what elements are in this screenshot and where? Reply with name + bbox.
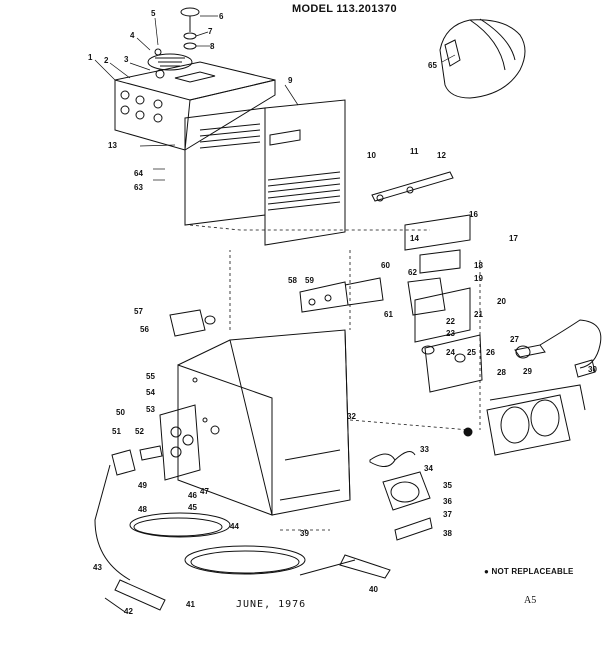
diagram-date: JUNE, 1976 — [236, 599, 307, 610]
part-callout-21: 21 — [474, 310, 483, 319]
legend-marker: ● — [484, 567, 490, 576]
part-callout-55: 55 — [146, 372, 155, 381]
part-callout-45: 45 — [188, 503, 197, 512]
part-callout-56: 56 — [140, 325, 149, 334]
part-callout-44: 44 — [230, 522, 239, 531]
callout-lines — [94, 15, 456, 181]
part-callout-28: 28 — [497, 368, 506, 377]
dial-assembly-drawing — [147, 7, 200, 79]
part-callout-13: 13 — [108, 141, 117, 150]
part-callout-2: 2 — [104, 56, 109, 65]
part-callout-9: 9 — [288, 76, 293, 85]
part-callout-36: 36 — [443, 497, 452, 506]
part-callout-8: 8 — [210, 42, 215, 51]
chassis-drawing — [177, 329, 351, 516]
part-callout-49: 49 — [138, 481, 147, 490]
part-callout-39: 39 — [300, 529, 309, 538]
part-callout-57: 57 — [134, 307, 143, 316]
part-callout-35: 35 — [443, 481, 452, 490]
top-cover-drawing — [114, 61, 276, 151]
part-callout-24: 24 — [446, 348, 455, 357]
page-number: A5 — [524, 595, 537, 606]
part-callout-29: 29 — [523, 367, 532, 376]
part-callout-53: 53 — [146, 405, 155, 414]
part-callout-19: 19 — [474, 274, 483, 283]
part-callout-14: 14 — [410, 234, 419, 243]
part-callout-54: 54 — [146, 388, 155, 397]
part-callout-48: 48 — [138, 505, 147, 514]
part-callout-20: 20 — [497, 297, 506, 306]
fan-motor-drawing — [369, 450, 433, 541]
work-clamp-cable-drawing — [94, 445, 166, 613]
transformer-drawing — [463, 384, 586, 456]
part-callout-5: 5 — [151, 9, 156, 18]
part-callout-47: 47 — [200, 487, 209, 496]
electrode-cable-drawing — [129, 512, 391, 579]
part-callout-63: 63 — [134, 183, 143, 192]
strain-relief-drawing — [515, 345, 531, 359]
part-callout-40: 40 — [369, 585, 378, 594]
not-replaceable-legend: ● NOT REPLACEABLE — [484, 568, 574, 576]
part-callout-61: 61 — [384, 310, 393, 319]
part-callout-12: 12 — [437, 151, 446, 160]
part-callout-50: 50 — [116, 408, 125, 417]
part-callout-10: 10 — [367, 151, 376, 160]
part-callout-38: 38 — [443, 529, 452, 538]
part-callout-1: 1 — [88, 53, 93, 62]
part-callout-16: 16 — [469, 210, 478, 219]
part-callout-59: 59 — [305, 276, 314, 285]
part-callout-52: 52 — [135, 427, 144, 436]
part-callout-3: 3 — [124, 55, 129, 64]
part-callout-18: 18 — [474, 261, 483, 270]
part-callout-30: 30 — [588, 365, 597, 374]
part-callout-43: 43 — [93, 563, 102, 572]
part-callout-4: 4 — [130, 31, 135, 40]
front-panel-drawing — [184, 99, 346, 246]
part-callout-27: 27 — [510, 335, 519, 344]
model-number-title: MODEL 113.201370 — [292, 3, 397, 15]
part-callout-60: 60 — [381, 261, 390, 270]
part-callout-37: 37 — [443, 510, 452, 519]
part-callout-34: 34 — [424, 464, 433, 473]
part-callout-32: 32 — [347, 412, 356, 421]
part-callout-42: 42 — [124, 607, 133, 616]
switch-drawing — [169, 309, 216, 337]
power-cord-drawing — [514, 319, 602, 378]
part-callout-23: 23 — [446, 329, 455, 338]
part-callout-33: 33 — [420, 445, 429, 454]
switch-block-drawing — [299, 277, 384, 313]
front-plate-drawing — [159, 404, 201, 481]
leader-lines — [189, 224, 481, 531]
part-callout-22: 22 — [446, 317, 455, 326]
part-callout-46: 46 — [188, 491, 197, 500]
rectifier-assembly-drawing — [404, 214, 483, 393]
part-callout-7: 7 — [208, 27, 213, 36]
part-callout-41: 41 — [186, 600, 195, 609]
part-callout-17: 17 — [509, 234, 518, 243]
part-callout-58: 58 — [288, 276, 297, 285]
part-callout-11: 11 — [410, 147, 419, 156]
part-callout-64: 64 — [134, 169, 143, 178]
part-callout-65: 65 — [428, 61, 437, 70]
part-callout-51: 51 — [112, 427, 121, 436]
legend-text: NOT REPLACEABLE — [491, 567, 574, 576]
part-callout-25: 25 — [467, 348, 476, 357]
shunt-bar-drawing — [371, 171, 454, 202]
welding-helmet-drawing — [439, 18, 526, 99]
part-callout-62: 62 — [408, 268, 417, 277]
part-callout-26: 26 — [486, 348, 495, 357]
part-callout-6: 6 — [219, 12, 224, 21]
